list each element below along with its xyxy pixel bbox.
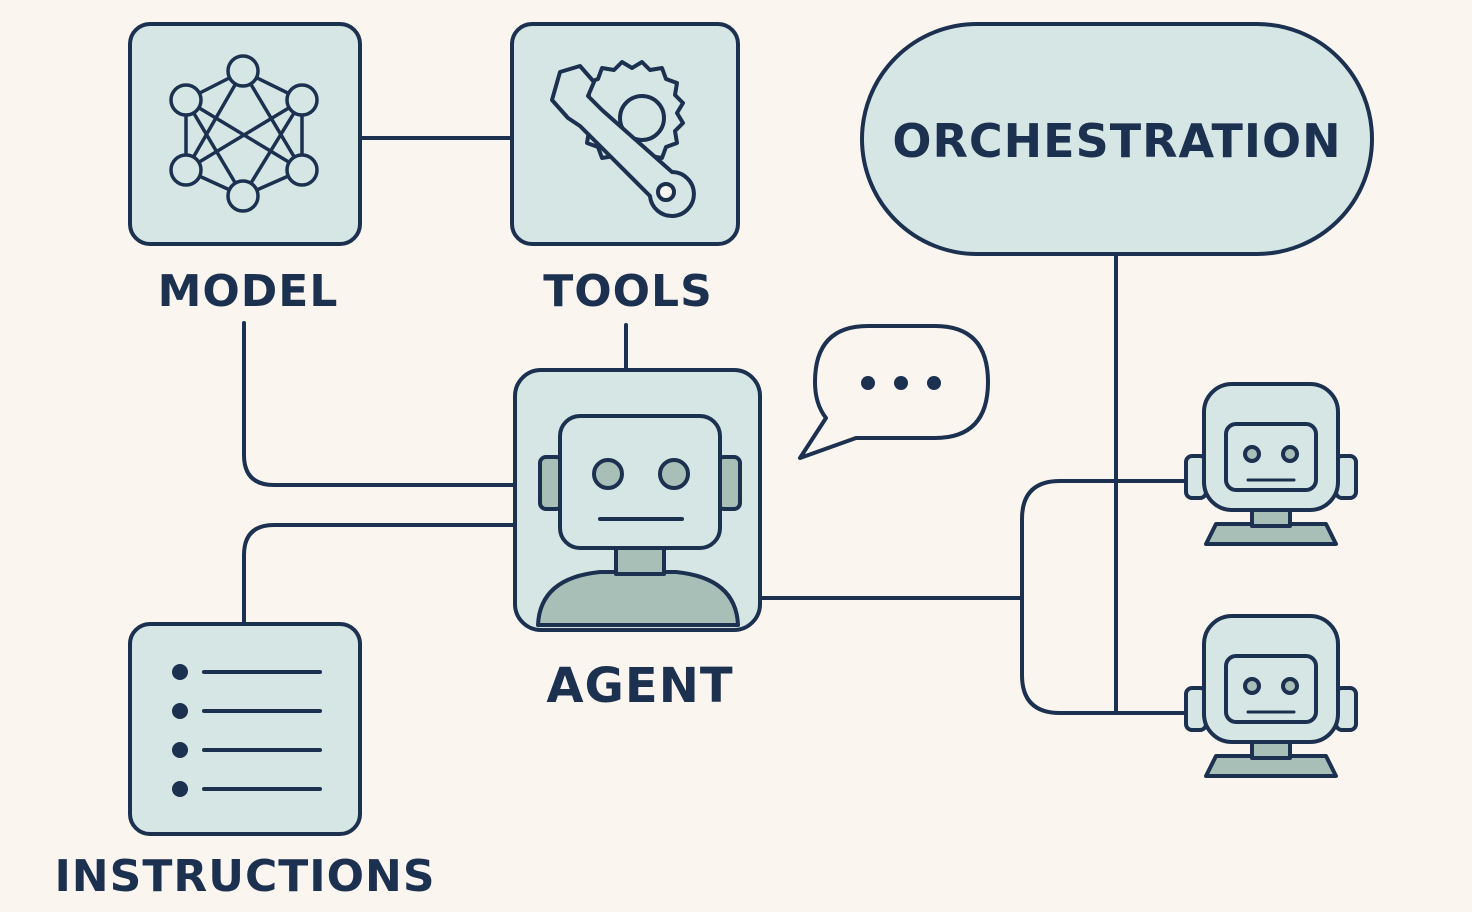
robot-neck (614, 544, 666, 576)
agent-label: AGENT (546, 658, 734, 714)
speech-bubble-ellipsis-icon (798, 324, 990, 460)
list-icon (172, 664, 322, 797)
instructions-label: INSTRUCTIONS (54, 851, 436, 902)
orchestration-pill (860, 22, 1374, 256)
model-label: MODEL (157, 266, 339, 317)
wrench-icon (550, 64, 696, 218)
instructions-box (128, 622, 362, 836)
connector-agent-instructions (242, 523, 517, 626)
robot-eye-right (658, 458, 690, 490)
small-robot-icon (1184, 382, 1358, 546)
connector-agent-subagents (758, 479, 1188, 715)
tools-label: TOOLS (543, 266, 713, 317)
robot-icon (536, 414, 742, 627)
neural-network-icon (169, 54, 319, 213)
robot-shoulders (536, 570, 740, 627)
robot-eye-left (592, 458, 624, 490)
connector-model-agent (242, 321, 517, 487)
wrench-gear-icon (550, 60, 696, 218)
small-robot-icon (1184, 614, 1358, 778)
orchestration-label: ORCHESTRATION (892, 114, 1342, 168)
robot-head (558, 414, 722, 550)
